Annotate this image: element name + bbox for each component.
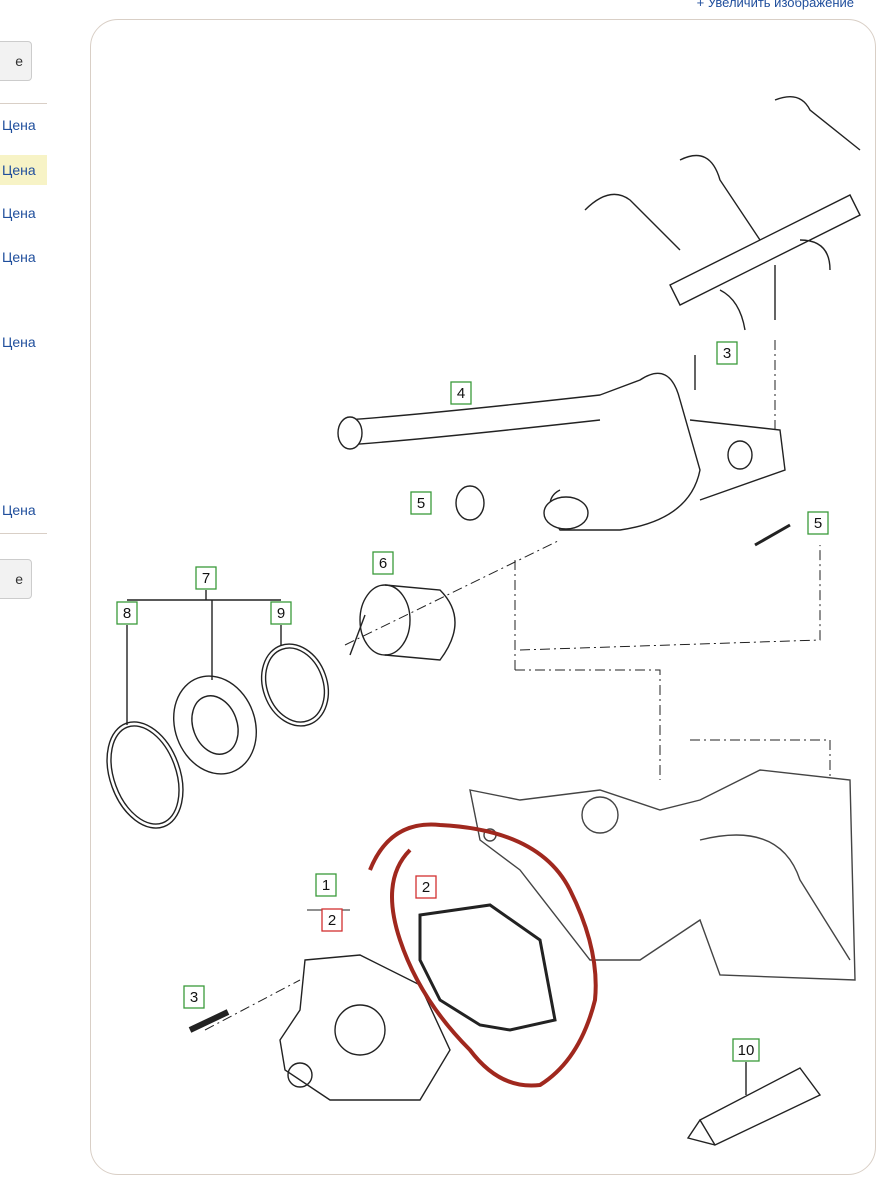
callout-label: 3 <box>190 989 198 1006</box>
callout-box <box>321 908 343 932</box>
callout-4[interactable]: 4 <box>450 381 472 405</box>
coolant-pipe <box>337 355 791 547</box>
callout-3[interactable]: 3 <box>716 341 738 365</box>
callout-label: 2 <box>328 912 336 929</box>
callout-1[interactable]: 1 <box>315 873 337 897</box>
leader-lines <box>204 340 831 1031</box>
callout-box <box>195 566 217 590</box>
thermostat <box>349 584 456 661</box>
callout-2[interactable]: 2 <box>321 908 343 932</box>
sidebar-button-bottom[interactable]: е <box>0 559 32 599</box>
callout-5[interactable]: 5 <box>410 491 432 515</box>
fuel-rail <box>584 96 861 331</box>
callout-box <box>315 873 337 897</box>
button-label: е <box>15 571 23 587</box>
callout-9[interactable]: 9 <box>270 601 292 625</box>
engine-block <box>469 769 856 981</box>
gasket <box>418 903 557 1032</box>
callout-label: 3 <box>723 345 731 362</box>
callout-2[interactable]: 2 <box>415 875 437 899</box>
price-link[interactable]: Цена <box>2 117 36 133</box>
price-link[interactable]: Цена <box>2 334 36 350</box>
callout-box <box>410 491 432 515</box>
callout-box <box>372 551 394 575</box>
callout-label: 8 <box>123 605 131 622</box>
callout-3[interactable]: 3 <box>183 985 205 1009</box>
enlarge-image-link[interactable]: + Увеличить изображение <box>696 0 854 10</box>
callout-box <box>116 601 138 625</box>
divider <box>0 533 47 534</box>
callout-6[interactable]: 6 <box>372 551 394 575</box>
callout-label: 10 <box>738 1042 755 1059</box>
callout-box <box>450 381 472 405</box>
callout-label: 2 <box>422 879 430 896</box>
parts-diagram-frame <box>90 19 876 1175</box>
callout-box <box>732 1038 760 1062</box>
callout-label: 7 <box>202 570 210 587</box>
callout-10[interactable]: 10 <box>732 1038 760 1062</box>
button-label: е <box>15 53 23 69</box>
price-link[interactable]: Цена <box>2 502 36 518</box>
water-pump <box>188 954 451 1101</box>
callout-box <box>270 601 292 625</box>
callout-box <box>716 341 738 365</box>
callout-label: 4 <box>457 385 465 402</box>
callout-label: 6 <box>379 555 387 572</box>
price-link-highlighted[interactable]: Цена <box>0 155 47 185</box>
sealant-tube <box>686 1062 822 1146</box>
hand-drawn-highlight <box>368 822 598 1088</box>
price-link[interactable]: Цена <box>2 249 36 265</box>
callout-label: 5 <box>814 515 822 532</box>
price-link[interactable]: Цена <box>2 205 36 221</box>
divider <box>0 103 47 104</box>
callout-label: 9 <box>277 605 285 622</box>
callout-box <box>807 511 829 535</box>
callout-box <box>415 875 437 899</box>
callout-label: 5 <box>417 495 425 512</box>
callout-8[interactable]: 8 <box>116 601 138 625</box>
seal-rings <box>106 590 330 829</box>
callout-5[interactable]: 5 <box>807 511 829 535</box>
callout-label: 1 <box>322 877 330 894</box>
sidebar-button-top[interactable]: е <box>0 41 32 81</box>
callout-box <box>183 985 205 1009</box>
callout-7[interactable]: 7 <box>195 566 217 590</box>
